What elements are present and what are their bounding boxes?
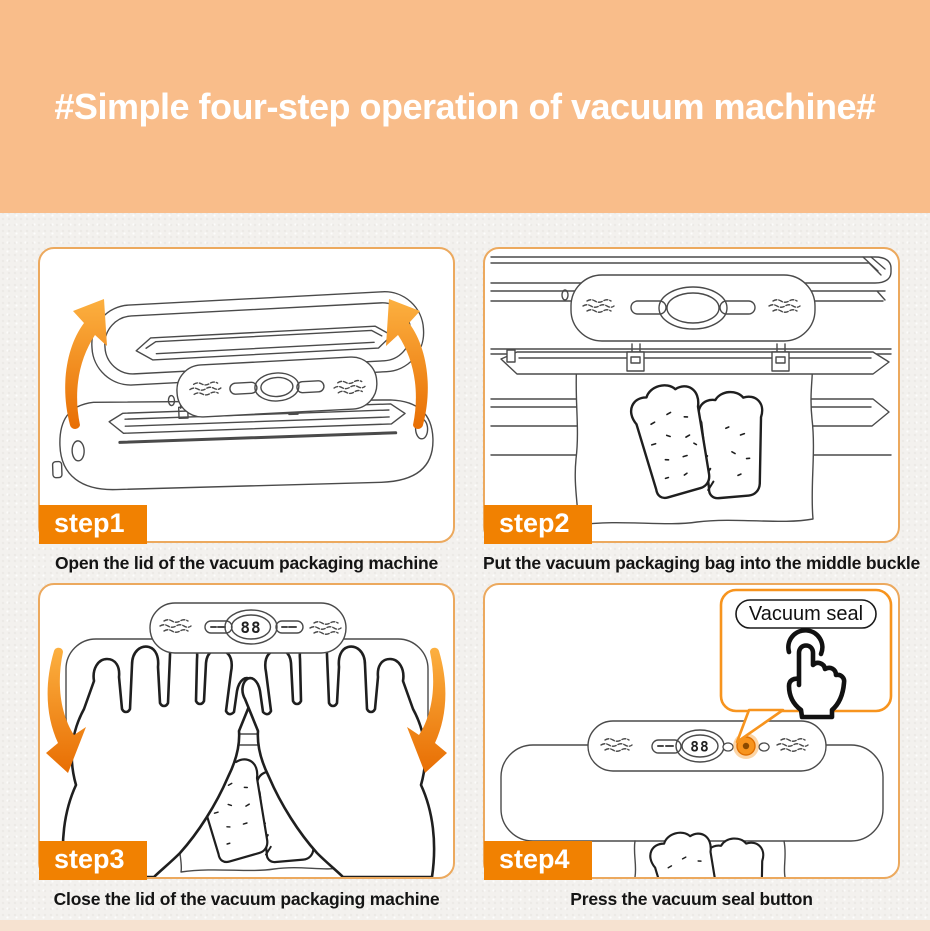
step1-illustration-open-lid bbox=[51, 291, 434, 491]
air-vent-right bbox=[309, 621, 342, 635]
step1-caption: Open the lid of the vacuum packaging mac… bbox=[54, 553, 439, 573]
banner-title: #Simple four-step operation of vacuum ma… bbox=[54, 85, 876, 127]
timer-display: 88 bbox=[240, 618, 261, 637]
air-vent-right bbox=[768, 299, 801, 313]
callout-tail bbox=[735, 708, 785, 744]
press-hand-icon bbox=[786, 628, 847, 720]
control-bar-drawing: 88 bbox=[149, 602, 347, 654]
step3-caption: Close the lid of the vacuum packaging ma… bbox=[53, 889, 440, 909]
open-arrow-right-icon bbox=[386, 299, 428, 429]
open-arrow-left-icon bbox=[65, 299, 107, 429]
step4-panel: 88 bbox=[483, 583, 900, 880]
step4-label: step4 bbox=[484, 840, 592, 880]
bag-clip-right bbox=[771, 343, 790, 372]
step4-label-text: step4 bbox=[499, 843, 570, 874]
callout-vacuum-seal: Vacuum seal bbox=[719, 588, 893, 744]
timer-display: 88 bbox=[690, 740, 709, 756]
control-bar-drawing bbox=[561, 274, 816, 342]
step2-illustration-insert-bag bbox=[490, 256, 892, 526]
step4-caption: Press the vacuum seal button bbox=[570, 889, 813, 909]
bag-clip-left bbox=[626, 343, 645, 372]
middle-buckle-drawing bbox=[500, 349, 890, 375]
step3-illustration-close-lid: 88 bbox=[46, 602, 447, 877]
next-section-edge bbox=[0, 920, 930, 931]
close-arrow-right-icon bbox=[407, 647, 447, 773]
step2-caption: Put the vacuum packaging bag into the mi… bbox=[483, 553, 921, 573]
step2-label-text: step2 bbox=[499, 507, 570, 538]
bread-front-slice bbox=[649, 831, 722, 877]
step1-label: step1 bbox=[39, 504, 147, 544]
control-bar-drawing bbox=[167, 356, 378, 418]
step3-label-text: step3 bbox=[54, 843, 125, 874]
air-vent-left bbox=[159, 619, 192, 633]
control-bar-drawing: 88 bbox=[587, 720, 827, 772]
step4-section: 88 bbox=[483, 583, 900, 910]
step1-label-text: step1 bbox=[54, 507, 125, 538]
step2-section: step2 Put the vacuum packaging bag into … bbox=[483, 247, 921, 574]
air-vent-left bbox=[582, 299, 615, 313]
callout-pill bbox=[735, 599, 877, 629]
step2-label: step2 bbox=[484, 504, 592, 544]
step3-panel: 88 bbox=[38, 583, 455, 880]
close-arrow-left-icon bbox=[46, 647, 86, 773]
step3-label: step3 bbox=[39, 840, 147, 880]
machine-base-drawing bbox=[51, 399, 434, 491]
callout-label: Vacuum seal bbox=[749, 603, 863, 625]
step1-panel: step1 bbox=[38, 247, 455, 544]
air-vent-right bbox=[333, 379, 366, 395]
air-vent-left bbox=[189, 381, 222, 396]
banner: #Simple four-step operation of vacuum ma… bbox=[0, 0, 930, 213]
vacuum-bag-drawing bbox=[633, 831, 786, 877]
step2-panel: step2 bbox=[483, 247, 900, 544]
air-vent-left bbox=[600, 738, 633, 752]
bread-front-slice bbox=[629, 384, 711, 500]
step4-illustration-press-button: 88 bbox=[500, 588, 893, 877]
step3-section: 88 bbox=[38, 583, 455, 910]
air-vent-right bbox=[776, 738, 809, 752]
step1-section: step1 Open the lid of the vacuum packagi… bbox=[38, 247, 455, 574]
